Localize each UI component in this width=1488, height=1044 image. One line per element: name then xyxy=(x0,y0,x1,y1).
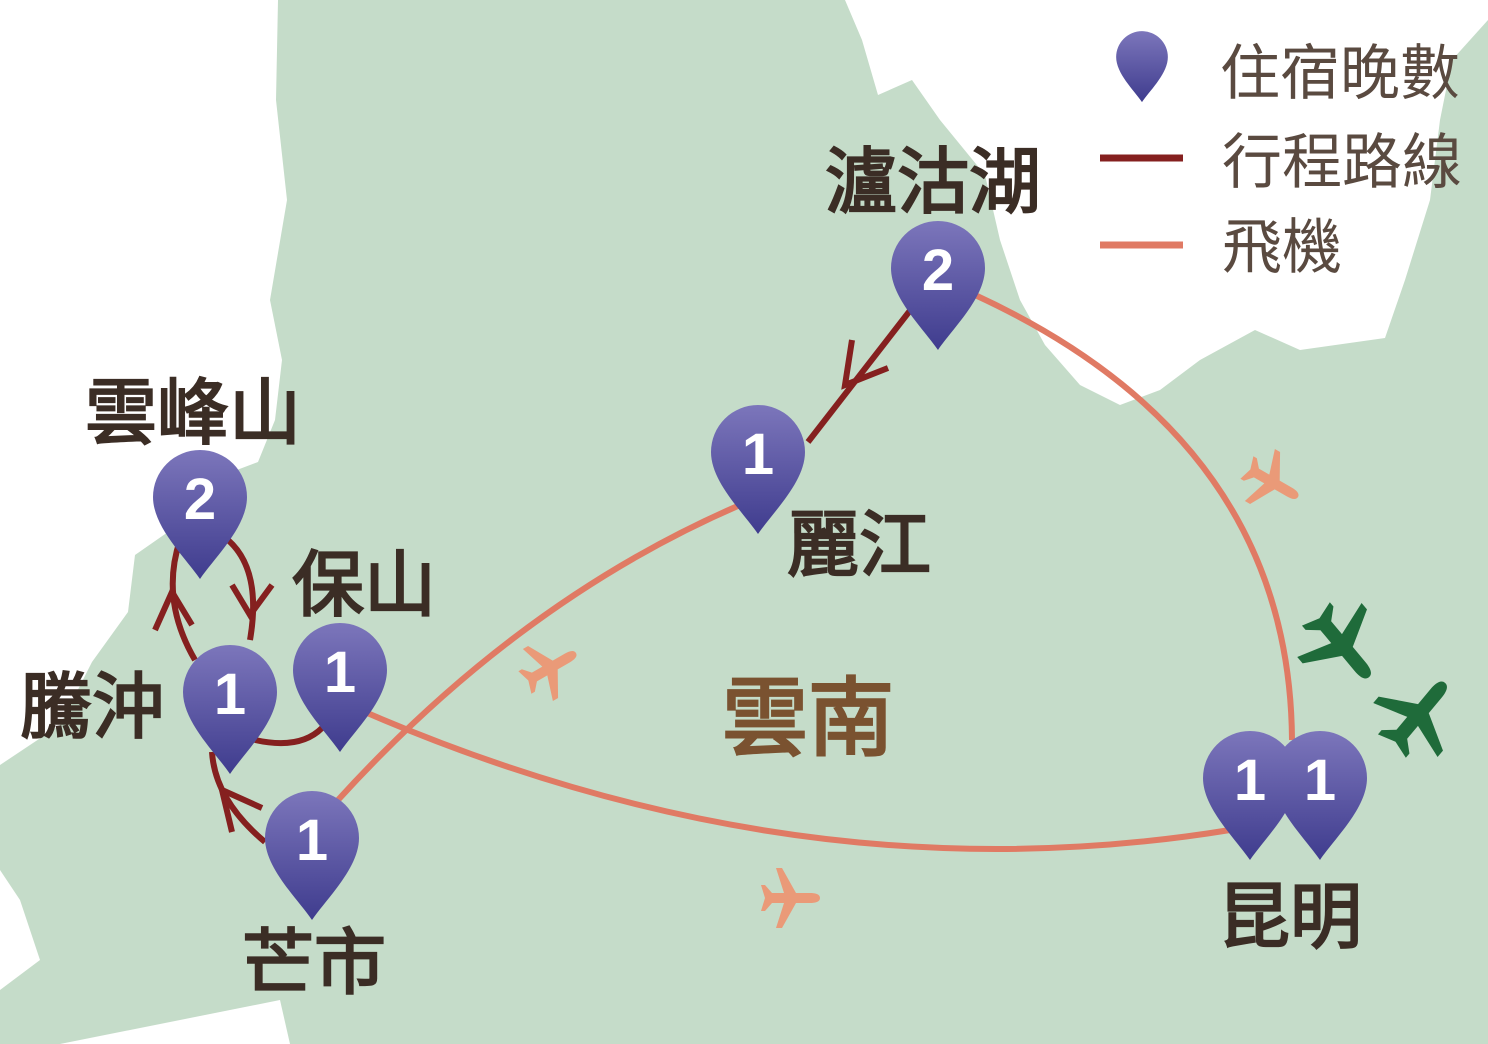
region-label: 雲南 xyxy=(722,669,894,769)
pin-baoshan[interactable]: 1 xyxy=(293,623,387,752)
route-tengchong-baoshan xyxy=(254,725,325,747)
nights-count: 1 xyxy=(214,662,246,727)
label-tengchong: 騰沖 xyxy=(20,665,164,749)
pin-kunming-b[interactable]: 1 xyxy=(1273,731,1367,860)
legend-pin-icon xyxy=(1116,31,1168,103)
route-arrow xyxy=(217,784,264,833)
flight-lugu-kunming xyxy=(973,292,1295,741)
route-lugu-lijiang xyxy=(805,306,915,444)
nights-count: 1 xyxy=(296,808,328,873)
itinerary-routes xyxy=(152,306,915,845)
nights-count: 2 xyxy=(184,467,216,532)
route-arrow xyxy=(841,339,890,390)
label-kunming: 昆明 xyxy=(1218,875,1362,959)
route-arrow xyxy=(152,585,195,632)
label-mangshi: 芒市 xyxy=(242,921,386,1005)
nights-count: 2 xyxy=(922,238,954,303)
flight-lijiang-mangshi xyxy=(335,502,742,803)
label-lijiang: 麗江 xyxy=(787,503,931,587)
pin-mangshi[interactable]: 1 xyxy=(265,791,359,920)
pin-yunfeng[interactable]: 2 xyxy=(153,450,247,579)
label-baoshan: 保山 xyxy=(292,543,436,627)
pin-lugu[interactable]: 2 xyxy=(891,221,985,350)
pin-tengchong[interactable]: 1 xyxy=(183,645,277,774)
label-lugu: 瀘沽湖 xyxy=(825,140,1041,224)
nights-count: 1 xyxy=(1304,748,1336,813)
route-yunfeng-loop-right xyxy=(225,537,257,641)
legend-route: 行程路線 xyxy=(1222,128,1462,198)
legend-flight: 飛機 xyxy=(1222,213,1342,283)
legend: 住宿晚數 行程路線 飛機 xyxy=(1100,31,1462,283)
pin-kunming-a[interactable]: 1 xyxy=(1203,731,1297,860)
flight-baoshan-kunming xyxy=(363,709,1231,852)
flight-routes xyxy=(335,292,1295,852)
pin-lijiang[interactable]: 1 xyxy=(711,405,805,534)
nights-count: 1 xyxy=(324,640,356,705)
nights-count: 1 xyxy=(742,422,774,487)
route-arrow xyxy=(229,583,275,621)
legend-nights: 住宿晚數 xyxy=(1220,39,1460,109)
label-yunfeng: 雲峰山 xyxy=(85,371,301,455)
nights-count: 1 xyxy=(1234,748,1266,813)
